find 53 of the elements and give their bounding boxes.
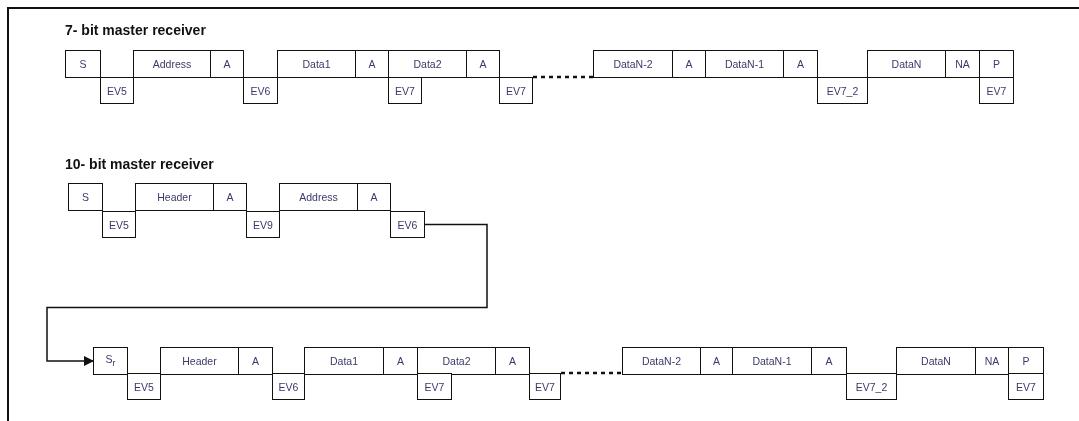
sequence-field: Data2 — [388, 50, 467, 78]
event-box: EV6 — [243, 77, 278, 104]
sequence-field: Address — [279, 183, 358, 211]
sequence-field: Data1 — [304, 347, 384, 375]
sequence-field: Header — [160, 347, 239, 375]
section-heading: 7- bit master receiver — [65, 22, 206, 38]
event-box: EV5 — [100, 77, 134, 104]
sequence-field: Data1 — [277, 50, 356, 78]
event-box: EV7_2 — [817, 77, 868, 104]
sequence-field: A — [783, 50, 818, 78]
sequence-field: S — [65, 50, 101, 78]
sequence-field: A — [700, 347, 733, 375]
sequence-field: A — [357, 183, 391, 211]
sequence-field: DataN-2 — [622, 347, 701, 375]
sequence-field: A — [355, 50, 389, 78]
sequence-field: A — [213, 183, 247, 211]
sequence-field: A — [672, 50, 706, 78]
sequence-field: DataN — [867, 50, 946, 78]
event-box: EV9 — [246, 211, 280, 238]
sequence-field: P — [979, 50, 1014, 78]
event-box: EV5 — [127, 373, 161, 400]
event-box: EV6 — [272, 373, 305, 400]
sequence-field: Data2 — [417, 347, 496, 375]
section-heading: 10- bit master receiver — [65, 156, 214, 172]
sequence-field: A — [210, 50, 244, 78]
sequence-field: A — [238, 347, 273, 375]
event-box: EV7 — [979, 77, 1014, 104]
sequence-field: DataN-1 — [705, 50, 784, 78]
sequence-field: Header — [135, 183, 214, 211]
sequence-field: A — [466, 50, 500, 78]
event-box: EV7 — [1008, 373, 1044, 400]
dotted-line — [561, 371, 622, 375]
sequence-field: DataN — [896, 347, 976, 375]
sequence-field: NA — [945, 50, 980, 78]
event-box: EV7 — [499, 77, 533, 104]
connector-arrow — [46, 223, 488, 366]
event-box: EV5 — [102, 211, 136, 238]
sequence-field: NA — [975, 347, 1009, 375]
sequence-field: DataN-2 — [593, 50, 673, 78]
sequence-field: A — [811, 347, 847, 375]
sequence-field: S$_{r}$ — [93, 347, 128, 375]
event-box: EV6 — [390, 211, 425, 238]
sequence-field: Address — [133, 50, 211, 78]
sequence-field: P — [1008, 347, 1044, 375]
event-box: EV7_2 — [846, 373, 897, 400]
dotted-line — [533, 75, 593, 79]
sequence-field: A — [383, 347, 418, 375]
event-box: EV7 — [417, 373, 452, 400]
event-box: EV7 — [388, 77, 422, 104]
event-box: EV7 — [529, 373, 561, 400]
sequence-field: DataN-1 — [732, 347, 812, 375]
sequence-field: S — [68, 183, 103, 211]
sequence-field: A — [495, 347, 530, 375]
